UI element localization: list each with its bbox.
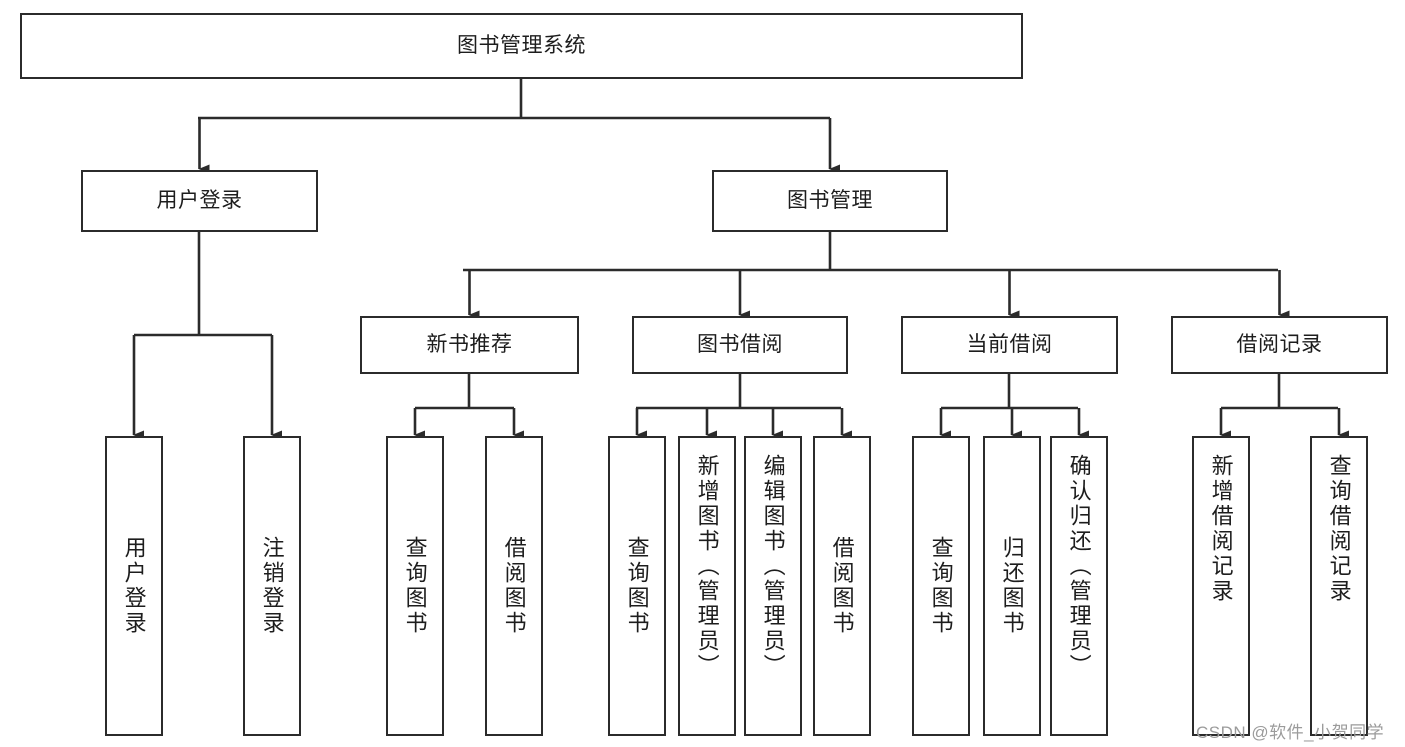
node-label: 新增借阅记录 — [1208, 454, 1234, 604]
node-leaf-logout[interactable]: 注销登录 — [243, 436, 301, 736]
node-label: 用户登录 — [121, 536, 147, 636]
node-label: 查询图书 — [928, 536, 954, 636]
node-label: 图书借阅 — [697, 332, 783, 356]
node-label: 用户登录 — [156, 188, 243, 212]
node-user-login[interactable]: 用户登录 — [81, 170, 318, 232]
node-label: 图书管理 — [787, 188, 873, 212]
node-book-borrow[interactable]: 图书借阅 — [632, 316, 848, 374]
node-leaf-query-book-rec[interactable]: 查询图书 — [386, 436, 444, 736]
node-leaf-user-login[interactable]: 用户登录 — [105, 436, 163, 736]
node-label: 新增图书（管理员） — [694, 454, 720, 679]
node-label: 图书管理系统 — [457, 33, 586, 57]
node-label: 新书推荐 — [426, 332, 513, 356]
node-leaf-add-record[interactable]: 新增借阅记录 — [1192, 436, 1250, 736]
node-label: 借阅图书 — [829, 536, 855, 636]
node-leaf-query-book-borrow[interactable]: 查询图书 — [608, 436, 666, 736]
node-leaf-query-book-current[interactable]: 查询图书 — [912, 436, 970, 736]
node-label: 编辑图书（管理员） — [760, 454, 786, 679]
node-leaf-query-record[interactable]: 查询借阅记录 — [1310, 436, 1368, 736]
node-current-borrow[interactable]: 当前借阅 — [901, 316, 1118, 374]
node-leaf-borrow-book-rec[interactable]: 借阅图书 — [485, 436, 543, 736]
node-new-book-rec[interactable]: 新书推荐 — [360, 316, 579, 374]
node-label: 当前借阅 — [966, 332, 1053, 356]
node-leaf-add-book[interactable]: 新增图书（管理员） — [678, 436, 736, 736]
csdn-watermark: CSDN @软件_小贺同学 — [1196, 723, 1385, 742]
node-root[interactable]: 图书管理系统 — [20, 13, 1023, 79]
node-borrow-record[interactable]: 借阅记录 — [1171, 316, 1388, 374]
node-label: 确认归还（管理员） — [1066, 454, 1092, 679]
node-book-manage[interactable]: 图书管理 — [712, 170, 948, 232]
node-label: 借阅记录 — [1236, 332, 1323, 356]
node-leaf-borrow-book[interactable]: 借阅图书 — [813, 436, 871, 736]
node-label: 查询图书 — [402, 536, 428, 636]
node-leaf-confirm-return[interactable]: 确认归还（管理员） — [1050, 436, 1108, 736]
node-label: 注销登录 — [259, 536, 285, 636]
connector-paths — [132, 79, 1349, 440]
node-label: 借阅图书 — [501, 536, 527, 636]
node-label: 查询借阅记录 — [1326, 454, 1352, 604]
node-leaf-return-book[interactable]: 归还图书 — [983, 436, 1041, 736]
node-label: 归还图书 — [999, 536, 1025, 636]
node-leaf-edit-book[interactable]: 编辑图书（管理员） — [744, 436, 802, 736]
node-label: 查询图书 — [624, 536, 650, 636]
